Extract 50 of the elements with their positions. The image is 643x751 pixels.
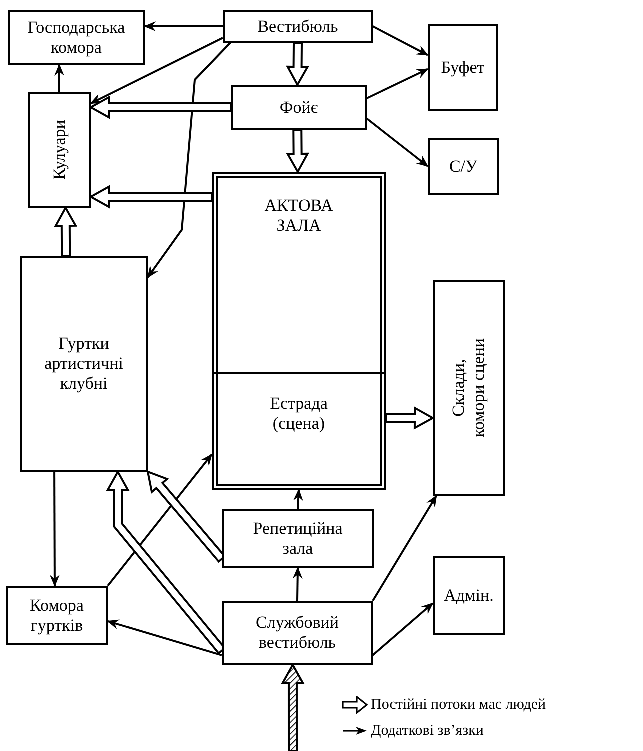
- flow-arrow: [286, 42, 310, 88]
- room-label: Вестибюль: [256, 16, 340, 36]
- arrow: [107, 620, 222, 656]
- room-box: [222, 509, 374, 568]
- room-box: [28, 92, 91, 208]
- room-box: [20, 256, 148, 472]
- arrow: [50, 472, 60, 587]
- flow-arrow: [54, 206, 78, 258]
- room-label: Господарська комора: [26, 18, 126, 58]
- room-box: [428, 138, 499, 195]
- flow-arrow: [88, 185, 213, 209]
- arrow: [107, 454, 213, 587]
- room-label: Склади, комори сцени: [449, 337, 489, 440]
- room-label: АКТОВА ЗАЛА: [264, 196, 334, 236]
- room-label: Естрада (сцена): [269, 394, 329, 434]
- arrow: [144, 22, 223, 32]
- room-label: Службовий вестибюль: [255, 613, 340, 653]
- room-box: [223, 10, 373, 43]
- room-label: Буфет: [440, 58, 486, 78]
- arrow: [366, 68, 429, 100]
- entrance-arrow: [281, 662, 305, 751]
- room-label: С/У: [448, 156, 479, 176]
- arrow: [366, 118, 429, 168]
- legend-label: Постійні потоки мас людей: [371, 696, 546, 714]
- arrow: [293, 489, 304, 510]
- room-box: [8, 10, 145, 65]
- flow-arrow: [384, 406, 436, 430]
- legend-label: Додаткові зв’язки: [371, 722, 484, 740]
- room-label: Адмін.: [443, 586, 495, 606]
- arrow: [147, 42, 232, 278]
- arrow: [372, 26, 429, 56]
- room-label: Гуртки артистичні клубні: [44, 334, 124, 394]
- room-label: Комора гуртків: [29, 596, 85, 636]
- arrow: [90, 37, 224, 104]
- room-box: [433, 556, 505, 635]
- room-box: [231, 85, 367, 130]
- hall-box: [212, 172, 386, 490]
- arrow: [292, 567, 303, 602]
- room-box: [6, 586, 108, 645]
- room-box: [428, 24, 498, 111]
- room-label: Кулуари: [50, 119, 70, 182]
- room-label: Фойє: [278, 98, 320, 118]
- arrow: [372, 602, 434, 656]
- room-box: [433, 280, 505, 496]
- room-box: [222, 601, 373, 665]
- flow-arrow: [286, 128, 310, 174]
- room-label: Репетиційна зала: [252, 518, 344, 558]
- arrow: [372, 495, 438, 602]
- flow-arrow: [88, 96, 232, 120]
- arrow: [54, 64, 64, 92]
